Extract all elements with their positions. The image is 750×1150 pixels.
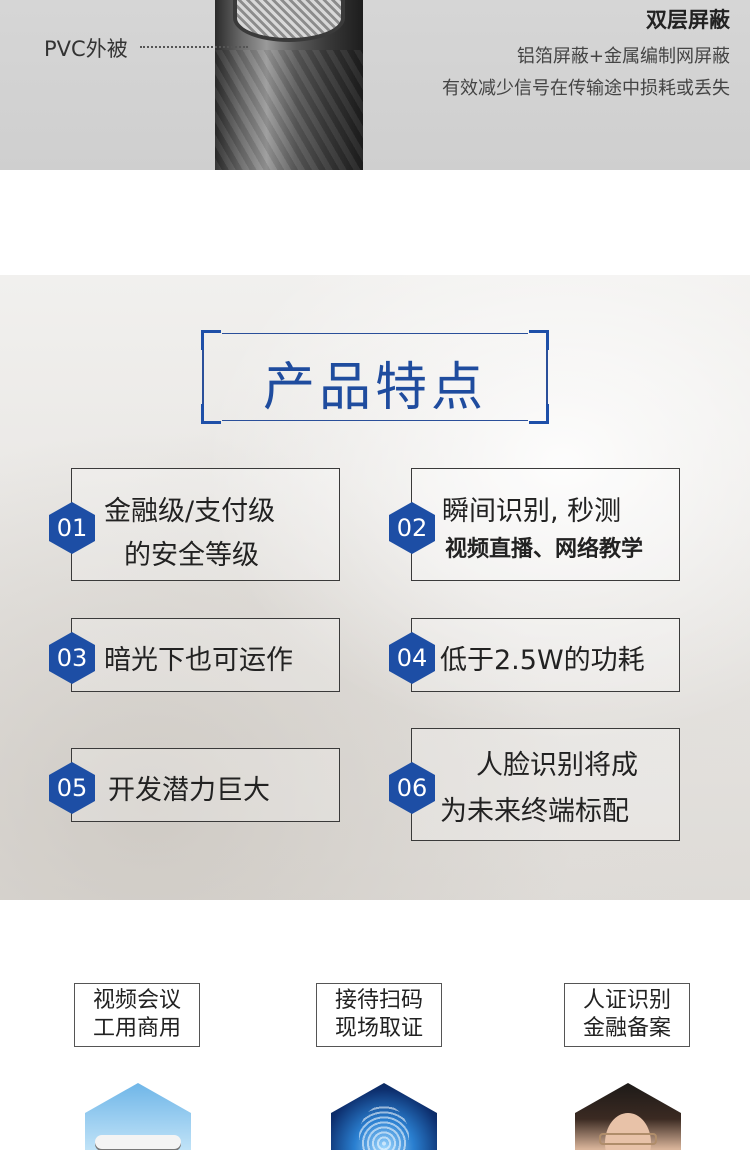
cable-banner: PVC外被 双层屏蔽 铝箔屏蔽+金属编制网屏蔽 有效减少信号在传输途中损耗或丢失 [0, 0, 750, 170]
fingerprint-photo-icon [331, 1083, 437, 1150]
features-section: 产品特点 金融级/支付级 的安全等级 01 瞬间识别, 秒测 视频直播、网络教学… [0, 275, 750, 900]
feature-card-01: 金融级/支付级 的安全等级 [71, 468, 340, 581]
feature-badge-05: 05 [49, 762, 95, 814]
features-title: 产品特点 [262, 358, 487, 418]
use-case-1-line2: 工用商用 [92, 1016, 181, 1041]
feature-02-line1: 瞬间识别, 秒测 [442, 496, 622, 527]
feature-card-06: 人脸识别将成 为未来终端标配 [411, 728, 680, 841]
feature-card-02: 瞬间识别, 秒测 视频直播、网络教学 [411, 468, 680, 581]
cable-shield-mesh [233, 0, 345, 42]
frame-corner [201, 330, 221, 350]
feature-03-line1: 暗光下也可运作 [104, 645, 293, 676]
frame-corner [529, 404, 549, 424]
plane-shape [95, 1135, 181, 1149]
use-case-2-line2: 现场取证 [334, 1016, 423, 1041]
feature-badge-04: 04 [389, 632, 435, 684]
face-photo-icon [575, 1083, 681, 1150]
fingerprint-shape [359, 1105, 409, 1150]
feature-06-line2: 为未来终端标配 [440, 796, 629, 827]
feature-badge-06: 06 [389, 762, 435, 814]
shield-title: 双层屏蔽 [646, 8, 730, 32]
feature-card-04: 低于2.5W的功耗 [411, 618, 680, 692]
feature-05-line1: 开发潜力巨大 [108, 775, 270, 806]
feature-02-line2: 视频直播、网络教学 [445, 537, 644, 562]
shield-description-2: 有效减少信号在传输途中损耗或丢失 [442, 78, 730, 99]
features-title-frame: 产品特点 [201, 330, 549, 424]
feature-card-03: 暗光下也可运作 [71, 618, 340, 692]
frame-line [222, 420, 528, 421]
pvc-leader-line [140, 46, 248, 48]
use-case-video-conference: 视频会议 工用商用 [74, 983, 200, 1047]
cable-illustration [215, 0, 363, 170]
feature-06-line1: 人脸识别将成 [476, 750, 638, 781]
use-case-id-verification: 人证识别 金融备案 [564, 983, 690, 1047]
feature-01-line2: 的安全等级 [124, 540, 259, 571]
glasses-shape [599, 1133, 657, 1145]
feature-01-line1: 金融级/支付级 [104, 496, 276, 527]
use-case-3-line1: 人证识别 [582, 988, 671, 1013]
pvc-jacket-label: PVC外被 [44, 37, 128, 61]
feature-badge-03: 03 [49, 632, 95, 684]
use-case-2-line1: 接待扫码 [334, 988, 423, 1013]
cable-jacket [215, 50, 363, 170]
use-case-reception-scan: 接待扫码 现场取证 [316, 983, 442, 1047]
use-case-3-line2: 金融备案 [582, 1016, 671, 1041]
feature-card-05: 开发潜力巨大 [71, 748, 340, 822]
frame-corner [529, 330, 549, 350]
use-case-1-line1: 视频会议 [92, 988, 181, 1013]
feature-badge-01: 01 [49, 502, 95, 554]
frame-line [222, 333, 528, 334]
feature-04-line1: 低于2.5W的功耗 [440, 645, 645, 676]
airplane-photo-icon [85, 1083, 191, 1150]
frame-corner [201, 404, 221, 424]
shield-description-1: 铝箔屏蔽+金属编制网屏蔽 [516, 46, 730, 67]
